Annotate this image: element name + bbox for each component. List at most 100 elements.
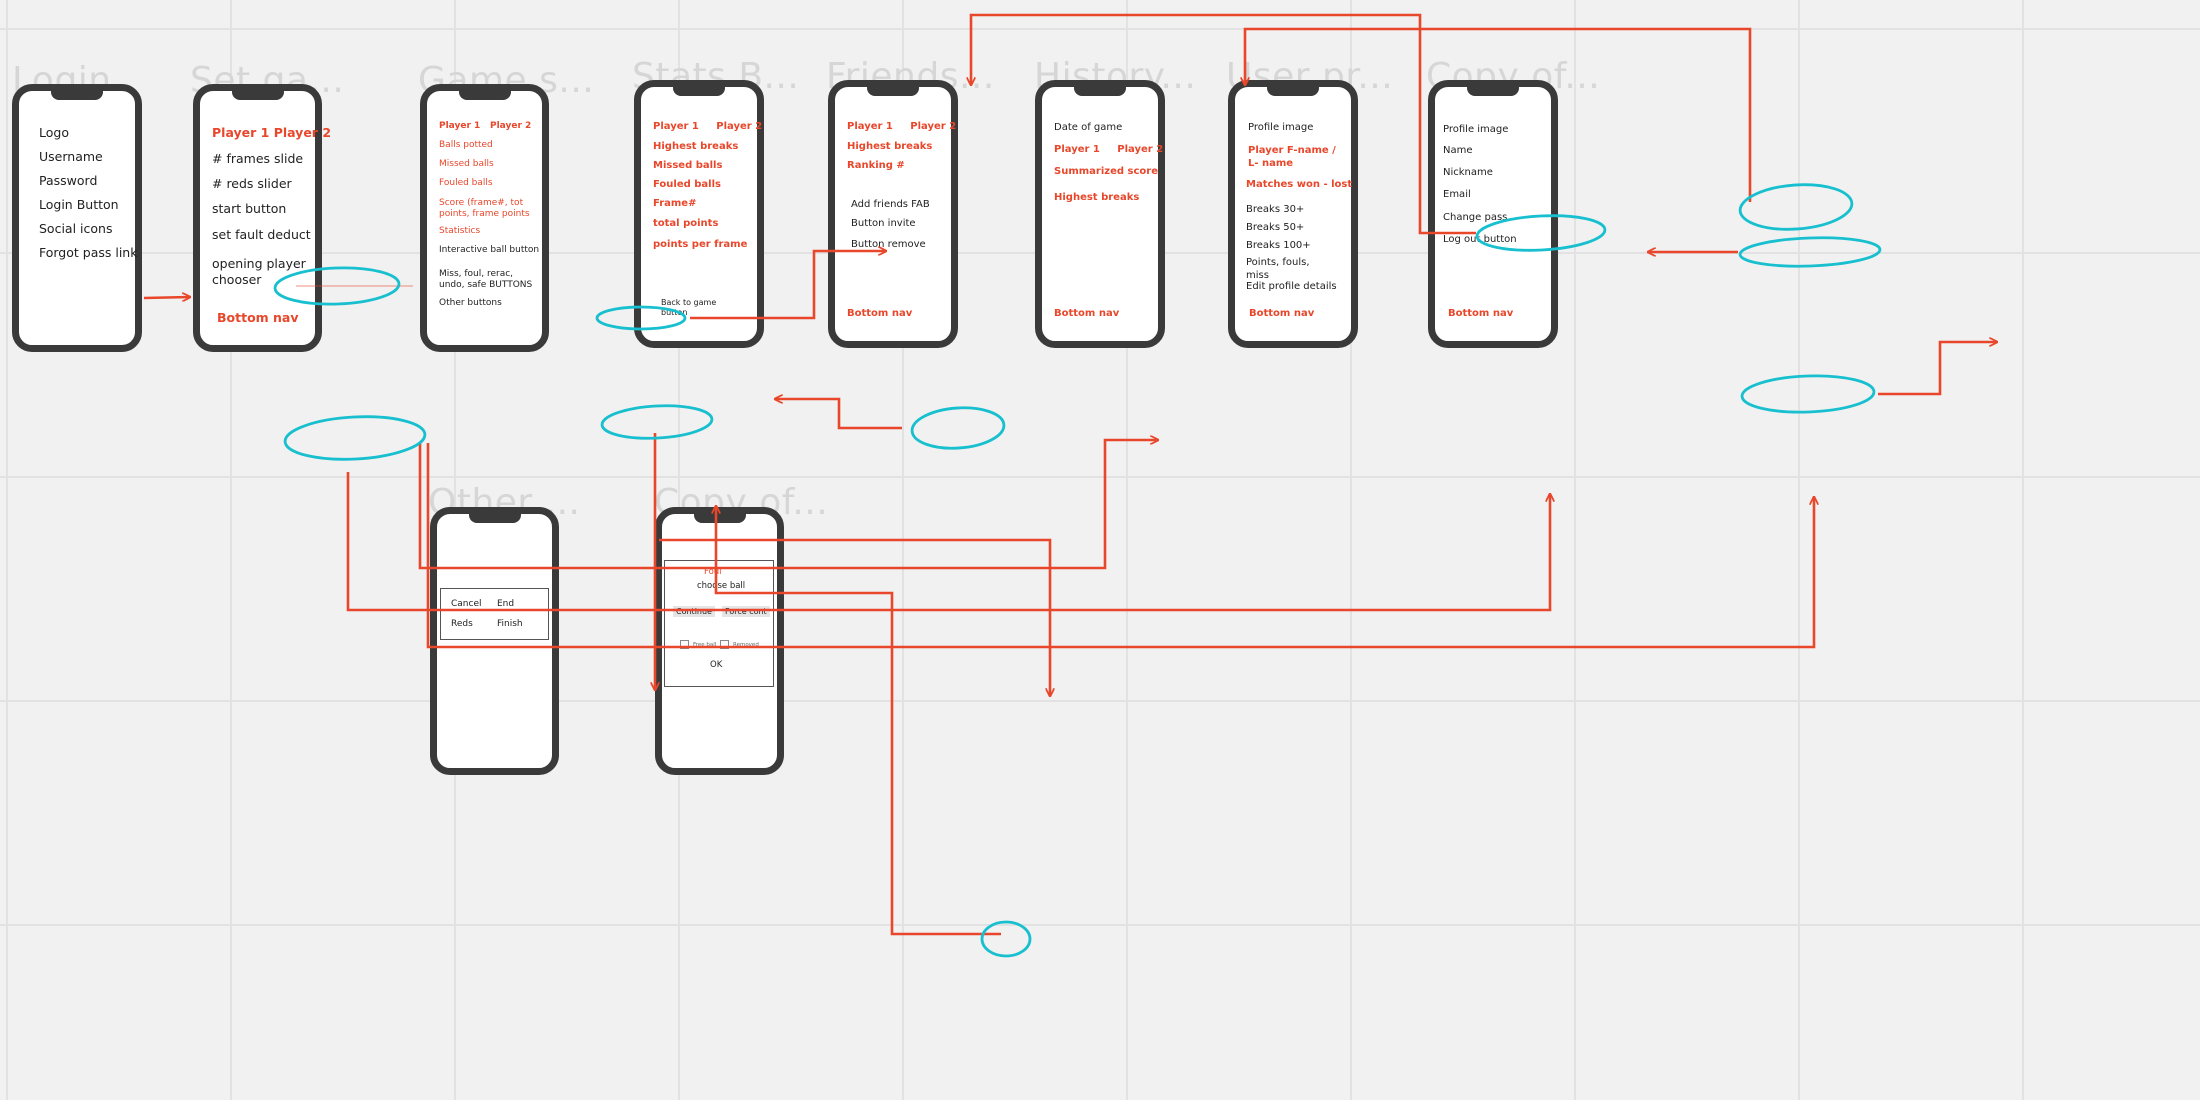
label-action-buttons: Miss, foul, rerac, undo, safe BUTTONS xyxy=(439,269,533,290)
label-points-fouls-miss: Points, fouls, miss xyxy=(1246,257,1310,281)
arrow-back-to-game xyxy=(775,399,902,430)
arrow-login-to-setgame xyxy=(143,297,190,298)
label-statistics: Statistics xyxy=(439,226,481,236)
cancel-button[interactable]: Cancel xyxy=(451,599,482,609)
force-cont-button[interactable]: Force cont xyxy=(722,606,770,617)
ok-button[interactable]: OK xyxy=(710,660,723,670)
label-summarized-score: Summarized score xyxy=(1054,166,1158,177)
label-removed: Removed xyxy=(733,642,759,648)
label-players: Player 1 Player 2 xyxy=(847,121,957,132)
phone-notch xyxy=(1267,86,1319,96)
highlight-player-name xyxy=(1738,183,1854,231)
phone-notch xyxy=(1467,86,1519,96)
label-add-friends-fab: Add friends FAB xyxy=(851,199,930,210)
continue-button[interactable]: Continue xyxy=(673,606,715,617)
label-foul: Foul xyxy=(704,567,722,577)
label-bottom-nav: Bottom nav xyxy=(1249,308,1315,319)
phone-friends: Player 1 Player 2 Highest breaks Ranking… xyxy=(828,80,958,348)
label-button-invite: Button invite xyxy=(851,218,916,229)
label-password: Password xyxy=(39,173,98,188)
label-balls-potted: Balls potted xyxy=(439,140,493,150)
label-reds-slider: # reds slider xyxy=(212,176,292,191)
label-players: Player 1 Player 2 xyxy=(653,121,763,132)
label-breaks-100: Breaks 100+ xyxy=(1246,240,1311,251)
phone-copy-of-profile: Profile image Name Nickname Email Change… xyxy=(1428,80,1558,348)
label-breaks-50: Breaks 50+ xyxy=(1246,222,1305,233)
label-bottom-nav: Bottom nav xyxy=(1448,308,1514,319)
label-profile-image: Profile image xyxy=(1248,122,1314,133)
label-highest-breaks: Highest breaks xyxy=(653,141,739,152)
label-interactive-ball-button: Interactive ball button xyxy=(439,245,540,255)
label-name: Name xyxy=(1443,145,1473,156)
checkbox-icon xyxy=(680,640,689,649)
phone-game-screen: Player 1 Player 2 Balls potted Missed ba… xyxy=(420,84,549,352)
checkbox-icon xyxy=(720,640,729,649)
label-opening-player-chooser: opening player chooser xyxy=(212,256,306,287)
label-missed-balls: Missed balls xyxy=(653,160,723,171)
label-points-per-frame: points per frame xyxy=(653,239,748,250)
label-log-out-button: Log out button xyxy=(1443,234,1517,245)
phone-user-profile: Profile image Player F-name / L- name Ma… xyxy=(1228,80,1358,348)
label-frames-slide: # frames slide xyxy=(212,151,304,166)
label-set-fault-deduct: set fault deduct xyxy=(212,227,311,242)
label-frame-number: Frame# xyxy=(653,198,697,209)
label-profile-image: Profile image xyxy=(1443,124,1509,135)
arrow-setgame-to-profile xyxy=(426,443,1814,649)
finish-button[interactable]: Finish xyxy=(497,619,523,629)
label-highest-breaks: Highest breaks xyxy=(847,141,933,152)
label-date-of-game: Date of game xyxy=(1054,122,1123,133)
label-highest-breaks: Highest breaks xyxy=(1054,192,1140,203)
phone-notch xyxy=(673,86,725,96)
free-ball-checkbox[interactable]: Free ball xyxy=(680,640,716,649)
label-start-button: start button xyxy=(212,201,287,216)
label-player-1: Player 1 xyxy=(439,121,481,131)
label-choose-ball: choose ball xyxy=(697,581,746,591)
foul-dialog: Foul choose ball Continue Force cont Fre… xyxy=(664,560,774,687)
label-bottom-nav: Bottom nav xyxy=(217,310,299,325)
label-logo: Logo xyxy=(39,125,69,140)
highlight-ok-button xyxy=(980,920,1032,958)
phone-stats: Player 1 Player 2 Highest breaks Missed … xyxy=(634,80,764,348)
label-username: Username xyxy=(39,149,103,164)
label-free-ball: Free ball xyxy=(693,642,717,648)
label-nickname: Nickname xyxy=(1443,167,1493,178)
label-fouled-balls: Fouled balls xyxy=(439,178,493,188)
label-email: Email xyxy=(1443,189,1471,200)
label-players: Player 1 Player 2 xyxy=(1054,144,1164,155)
label-edit-profile-details: Edit profile details xyxy=(1246,281,1337,292)
phone-notch xyxy=(693,513,746,523)
phone-notch xyxy=(468,513,521,523)
label-matches-won-lost: Matches won - lost xyxy=(1246,179,1353,190)
end-button[interactable]: End xyxy=(497,599,515,609)
label-breaks-30: Breaks 30+ xyxy=(1246,204,1305,215)
phone-other-buttons: Cancel End Reds Finish xyxy=(430,507,559,775)
label-other-buttons: Other buttons xyxy=(439,298,502,308)
label-bottom-nav: Bottom nav xyxy=(847,308,913,319)
label-player-name: Player F-name / L- name xyxy=(1248,145,1336,169)
arrow-edit-profile-to-copy xyxy=(1878,342,1997,396)
label-total-points: total points xyxy=(653,218,719,229)
removed-checkbox[interactable]: Removed xyxy=(720,640,759,649)
label-bottom-nav: Bottom nav xyxy=(1054,308,1120,319)
label-missed-balls: Missed balls xyxy=(439,159,494,169)
phone-set-game: Player 1 Player 2 # frames slide # reds … xyxy=(193,84,331,352)
label-change-pass: Change pass xyxy=(1443,212,1508,223)
label-back-to-game-button: Back to game button xyxy=(661,298,717,317)
label-fouled-balls: Fouled balls xyxy=(653,179,721,190)
highlight-other-buttons xyxy=(600,404,714,440)
label-players: Player 1 Player 2 xyxy=(212,125,332,140)
highlight-back-to-game xyxy=(910,406,1006,450)
label-player-2: Player 2 xyxy=(490,121,532,131)
reds-button[interactable]: Reds xyxy=(451,619,473,629)
label-score: Score (frame#, tot points, frame points xyxy=(439,198,530,219)
other-buttons-dialog: Cancel End Reds Finish xyxy=(440,588,549,640)
label-login-button: Login Button xyxy=(39,197,119,212)
label-button-remove: Button remove xyxy=(851,239,926,250)
phone-notch xyxy=(458,90,511,100)
highlight-matches-won-lost xyxy=(1738,236,1882,268)
phone-notch xyxy=(231,90,284,100)
phone-notch xyxy=(867,86,919,96)
highlight-bottom-nav xyxy=(283,415,427,461)
label-ranking: Ranking # xyxy=(847,160,905,171)
